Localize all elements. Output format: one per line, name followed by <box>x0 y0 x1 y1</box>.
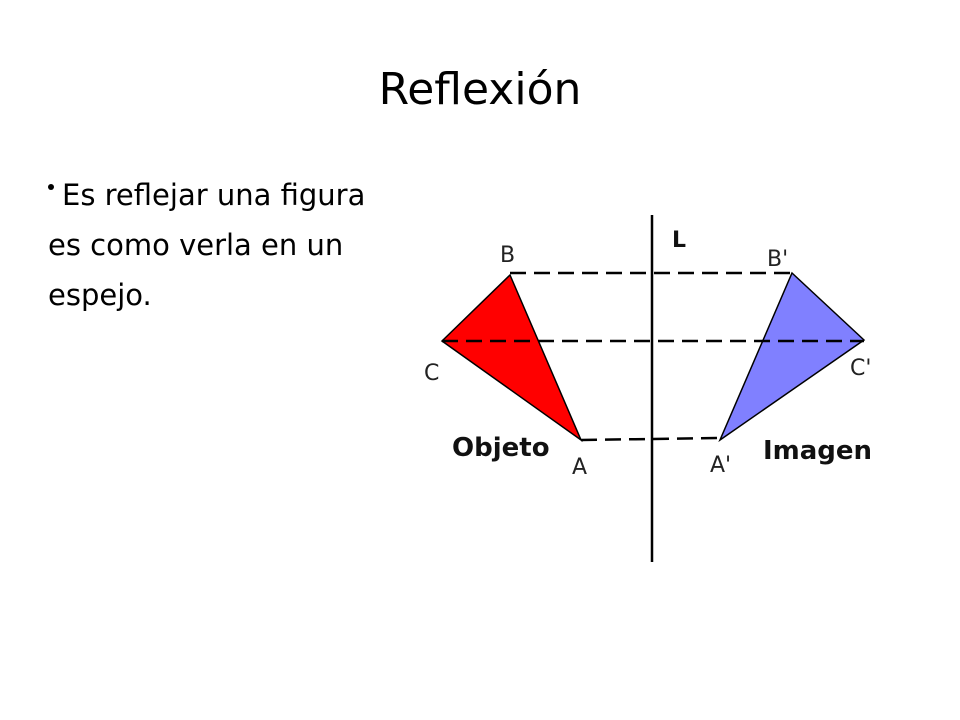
point-label-a-prime: A' <box>710 453 731 478</box>
object-label: Objeto <box>452 433 550 463</box>
slide-title: Reflexión <box>378 64 582 115</box>
bullet-text-1: Es reflejar una figura <box>62 178 366 212</box>
bullet-line-1: Es reflejar una figura <box>48 170 428 220</box>
point-label-a: A <box>572 455 587 480</box>
point-label-b: B <box>500 243 515 268</box>
image-triangle <box>718 271 866 443</box>
bullet-line-2: es como verla en un <box>48 228 344 262</box>
bullet-point: Es reflejar una figura es como verla en … <box>48 170 428 320</box>
point-label-b-prime: B' <box>767 247 788 272</box>
bullet-dot <box>48 184 54 190</box>
dashed-line-a <box>580 436 721 442</box>
point-label-c-prime: C' <box>850 356 871 381</box>
mirror-label: L <box>672 228 686 253</box>
object-triangle <box>440 273 583 443</box>
bullet-line-3: espejo. <box>48 278 152 312</box>
image-label: Imagen <box>763 436 872 466</box>
point-label-c: C <box>424 361 439 386</box>
